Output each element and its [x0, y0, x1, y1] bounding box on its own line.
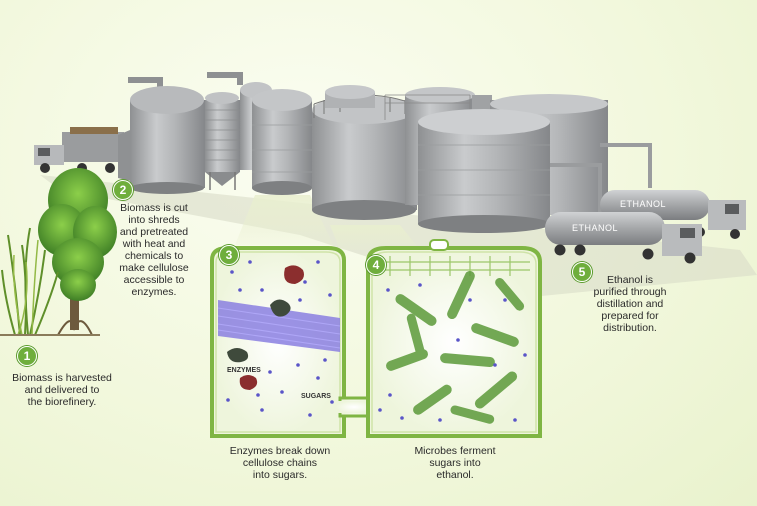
biomass-plants [0, 168, 117, 336]
step-4-badge: 4 [366, 255, 386, 275]
enzymes-label: ENZYMES [227, 367, 261, 374]
step-2-badge: 2 [113, 180, 133, 200]
step-5-caption: Ethanol is purified through distillation… [593, 274, 667, 334]
tanker-1-label: ETHANOL [620, 199, 667, 209]
ethanol-tanker-front [545, 212, 702, 264]
enzyme-vessel [210, 246, 357, 438]
storage-tank [128, 77, 205, 194]
fermentation-tank [312, 85, 417, 220]
step-3-caption: Enzymes break down cellulose chains into… [229, 445, 331, 481]
step-1-caption: Biomass is harvested and delivered to th… [12, 372, 112, 408]
ethanol-tanker-back [600, 190, 746, 239]
step-2-caption: Biomass is cut into shreds and pretreate… [119, 202, 189, 298]
sugars-label: SUGARS [301, 393, 331, 400]
biomass-truck [34, 127, 124, 173]
step-4-caption: Microbes ferment sugars into ethanol. [414, 445, 496, 481]
step-1-badge: 1 [17, 346, 37, 366]
tanker-2-label: ETHANOL [572, 223, 619, 233]
step-5-badge: 5 [572, 262, 592, 282]
pretreatment-tank [252, 89, 312, 195]
fermentation-vessel [366, 239, 542, 438]
ethanol-storage-tank [418, 109, 550, 233]
step-3-badge: 3 [219, 245, 239, 265]
